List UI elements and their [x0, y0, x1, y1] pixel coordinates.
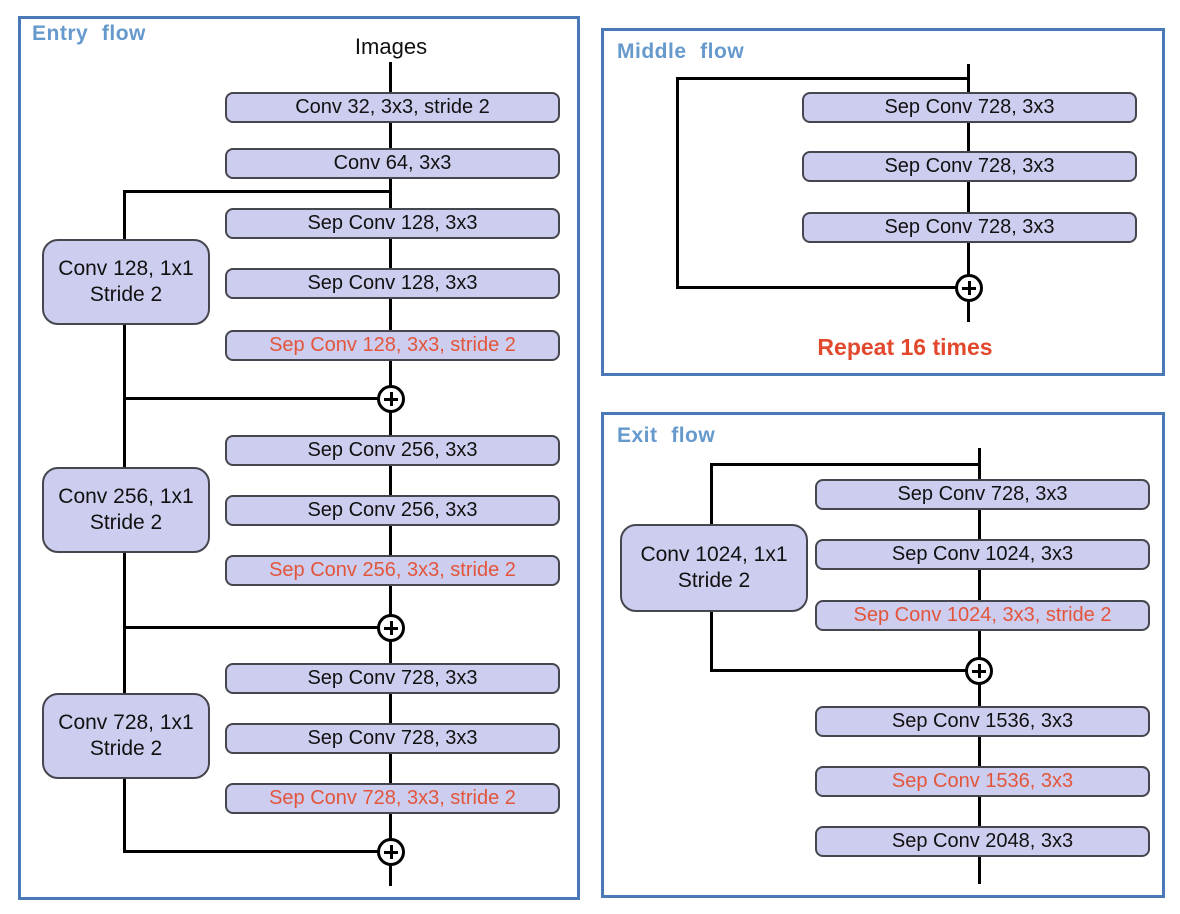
conv-layer-box: Sep Conv 728, 3x3 — [225, 723, 560, 754]
conv-layer-box: Sep Conv 2048, 3x3 — [815, 826, 1150, 857]
conv-layer-box: Sep Conv 1536, 3x3 — [815, 706, 1150, 737]
conv-layer-box: Sep Conv 1024, 3x3 — [815, 539, 1150, 570]
exit-flow-title: Exit flow — [617, 424, 716, 447]
conv-layer-box: Sep Conv 728, 3x3 — [802, 92, 1137, 123]
residual-conv-label: Conv 728, 1x1 — [58, 711, 194, 734]
middle-skip-branch-line — [676, 77, 970, 80]
entry-skip-merge-line-2 — [123, 626, 391, 629]
entry-main-flow-line — [389, 62, 392, 886]
repeat-16-times-label: Repeat 16 times — [817, 334, 993, 360]
residual-conv-label: Conv 128, 1x1 — [58, 257, 194, 280]
residual-conv-stride: Stride 2 — [89, 737, 163, 760]
middle-main-flow-line — [967, 64, 970, 322]
exit-skip-branch-line — [710, 463, 980, 466]
conv-layer-box: Sep Conv 256, 3x3 — [225, 495, 560, 526]
conv-layer-box-highlight: Sep Conv 1536, 3x3 — [815, 766, 1150, 797]
residual-conv-stride: Stride 2 — [89, 511, 163, 534]
entry-flow-title: Entry flow — [32, 22, 146, 45]
conv-layer-box: Sep Conv 128, 3x3 — [225, 208, 560, 239]
conv-layer-box: Sep Conv 256, 3x3 — [225, 435, 560, 466]
conv-layer-box: Sep Conv 728, 3x3 — [225, 663, 560, 694]
add-merge-icon — [377, 385, 405, 413]
add-merge-icon — [377, 614, 405, 642]
entry-skip-branch-line-1 — [123, 190, 391, 193]
conv-layer-box-stride: Sep Conv 128, 3x3, stride 2 — [225, 330, 560, 361]
conv-layer-box-stride: Sep Conv 256, 3x3, stride 2 — [225, 555, 560, 586]
residual-conv-label: Conv 1024, 1x1 — [640, 543, 788, 566]
add-merge-icon — [377, 838, 405, 866]
conv-layer-box: Sep Conv 728, 3x3 — [802, 151, 1137, 182]
residual-conv-box: Conv 728, 1x1 Stride 2 — [42, 693, 210, 779]
residual-conv-stride: Stride 2 — [677, 569, 751, 592]
middle-flow-panel — [601, 28, 1165, 376]
entry-skip-merge-line-1 — [123, 397, 391, 400]
exit-skip-merge-line — [710, 669, 980, 672]
middle-skip-line-vertical — [676, 77, 679, 289]
residual-conv-box: Conv 1024, 1x1 Stride 2 — [620, 524, 808, 612]
conv-layer-box-stride: Sep Conv 1024, 3x3, stride 2 — [815, 600, 1150, 631]
conv-layer-box: Sep Conv 728, 3x3 — [802, 212, 1137, 243]
add-merge-icon — [955, 274, 983, 302]
add-merge-icon — [965, 657, 993, 685]
conv-layer-box-stride: Sep Conv 728, 3x3, stride 2 — [225, 783, 560, 814]
conv-layer-box: Sep Conv 128, 3x3 — [225, 268, 560, 299]
residual-conv-box: Conv 128, 1x1 Stride 2 — [42, 239, 210, 325]
residual-conv-box: Conv 256, 1x1 Stride 2 — [42, 467, 210, 553]
images-input-label: Images — [354, 34, 428, 59]
residual-conv-stride: Stride 2 — [89, 283, 163, 306]
middle-skip-merge-line — [676, 286, 970, 289]
conv-layer-box: Conv 32, 3x3, stride 2 — [225, 92, 560, 123]
conv-layer-box: Conv 64, 3x3 — [225, 148, 560, 179]
residual-conv-label: Conv 256, 1x1 — [58, 485, 194, 508]
entry-skip-merge-line-3 — [123, 850, 391, 853]
middle-flow-title: Middle flow — [617, 40, 745, 63]
conv-layer-box: Sep Conv 728, 3x3 — [815, 479, 1150, 510]
